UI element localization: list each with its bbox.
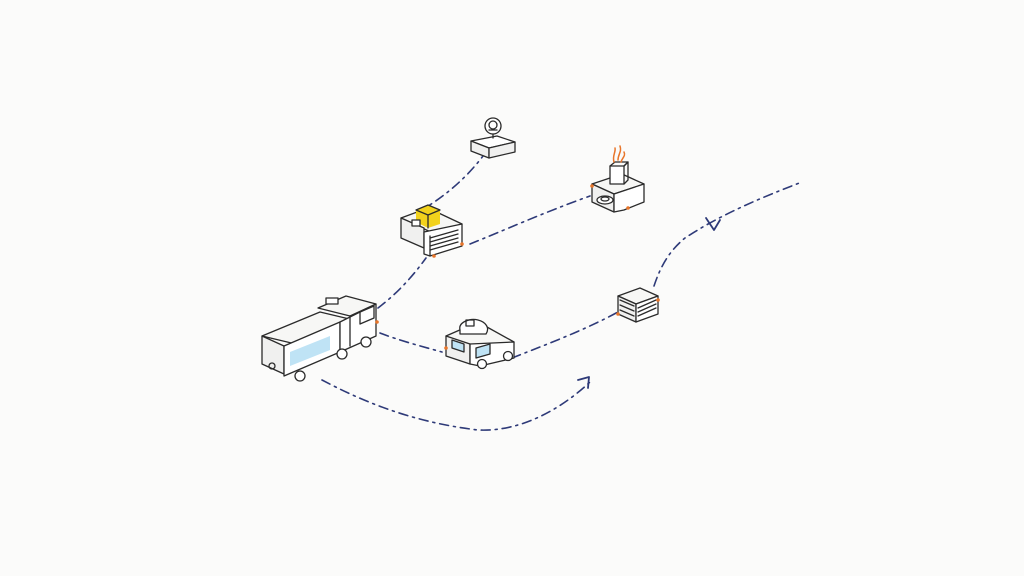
box-truck-icon: [261, 295, 379, 382]
route-lines: [321, 155, 803, 431]
route-truck-outbound: [321, 379, 591, 431]
route-truck-to-van: [379, 332, 443, 353]
truck-window: [290, 336, 330, 366]
route-crate-to-offscreen: [653, 181, 803, 287]
inbound-arrowhead: [705, 217, 721, 231]
beacon-station-icon: [470, 117, 516, 159]
route-truck-to-warehouse: [377, 257, 427, 309]
route-warehouse-to-factory: [469, 195, 591, 245]
factory-with-flame-icon: [590, 145, 645, 213]
route-warehouse-to-beacon: [417, 155, 484, 213]
delivery-van-icon: [444, 318, 515, 370]
shipping-crate-icon: [616, 287, 660, 323]
route-van-to-crate: [511, 311, 619, 359]
warehouse-with-yellow-crate-icon: [400, 204, 464, 258]
flame-icon: [612, 145, 626, 163]
outbound-arrowhead: [577, 376, 590, 389]
